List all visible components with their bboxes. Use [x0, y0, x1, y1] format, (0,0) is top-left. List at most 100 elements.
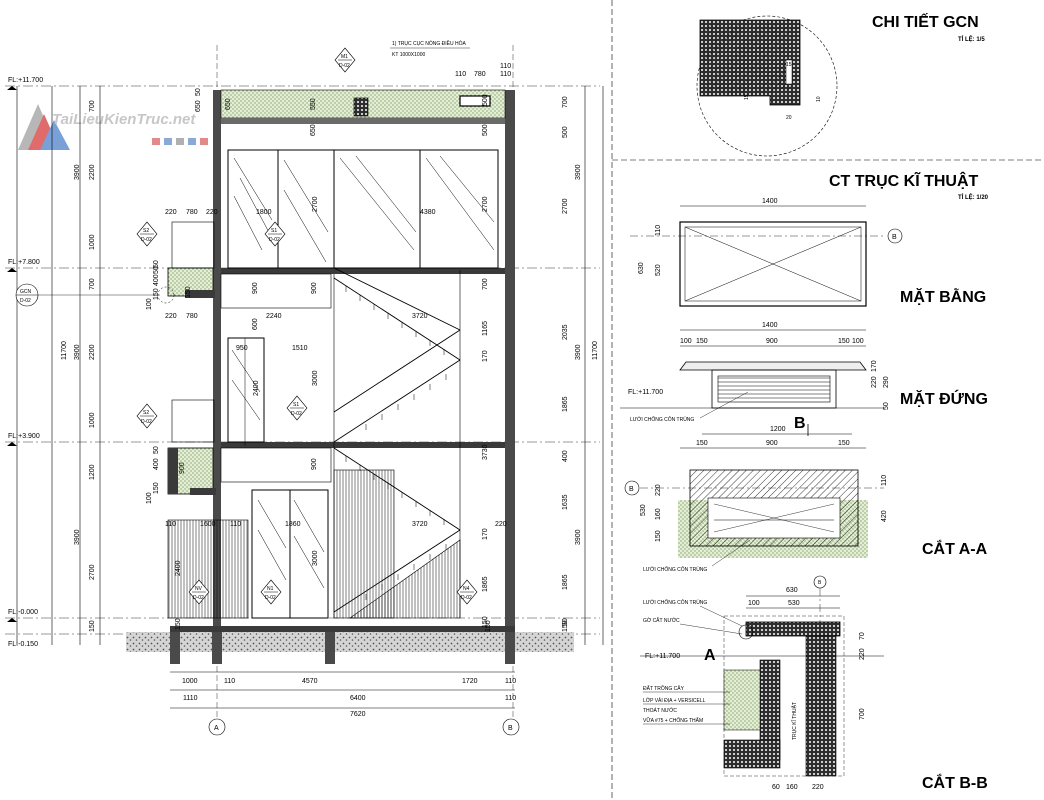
svg-text:1635: 1635 — [562, 494, 569, 510]
svg-text:550: 550 — [310, 98, 317, 110]
svg-text:150: 150 — [175, 618, 182, 630]
svg-text:1000: 1000 — [89, 412, 96, 428]
svg-text:520: 520 — [655, 264, 662, 276]
svg-text:B: B — [892, 234, 897, 241]
scale-gcn: TỈ LỆ: 1/5 — [958, 35, 985, 43]
svg-text:1860: 1860 — [285, 521, 301, 528]
svg-text:150: 150 — [89, 620, 96, 632]
svg-text:110: 110 — [165, 521, 176, 528]
svg-text:700: 700 — [89, 278, 96, 290]
ground-slab — [170, 626, 515, 632]
svg-text:220: 220 — [165, 209, 177, 216]
ground-gravel — [126, 632, 574, 652]
svg-text:900: 900 — [179, 462, 186, 474]
svg-text:110: 110 — [455, 71, 466, 78]
tag-n4: N4 D-02 — [456, 579, 478, 605]
svg-text:400: 400 — [153, 458, 160, 470]
tag-m1: M1 D-02 — [334, 47, 356, 73]
watermark-text: TaiLieuKienTruc.net — [52, 111, 196, 128]
svg-text:B: B — [508, 725, 513, 732]
svg-text:150: 150 — [562, 620, 569, 632]
svg-text:110: 110 — [224, 678, 235, 685]
svg-text:50: 50 — [153, 266, 160, 274]
svg-text:170: 170 — [482, 350, 489, 362]
note-soil: ĐẤT TRỒNG CÂY — [643, 685, 685, 692]
svg-text:2700: 2700 — [482, 196, 489, 212]
section-aa: B 1200 150 900 150 B 220 530 160 150 110… — [624, 415, 988, 573]
svg-text:B: B — [629, 486, 634, 493]
svg-text:160: 160 — [786, 784, 798, 791]
tag-n1: N1 D-02 — [260, 579, 282, 605]
svg-text:780: 780 — [186, 313, 198, 320]
svg-text:150: 150 — [153, 482, 160, 494]
svg-text:900: 900 — [311, 458, 318, 470]
svg-text:220: 220 — [812, 784, 824, 791]
scale-shaft: TỈ LỆ: 1/20 — [958, 193, 989, 201]
note-drain: THOÁT NƯỚC — [643, 707, 677, 714]
svg-text:500: 500 — [562, 126, 569, 138]
svg-text:S2: S2 — [143, 410, 149, 416]
svg-text:15: 15 — [786, 62, 792, 68]
svg-text:50: 50 — [562, 618, 569, 626]
svg-text:20: 20 — [786, 115, 792, 121]
svg-text:900: 900 — [311, 282, 318, 294]
wall-left — [213, 90, 221, 630]
shaft-plan: 1400 B 630 110 520 MẶT BẰNG — [630, 198, 986, 307]
main-section: FL:+11.700 FL:+7.800 FL:+3.900 FL:-0.000… — [5, 40, 604, 736]
svg-text:4570: 4570 — [302, 678, 318, 685]
svg-text:650: 650 — [225, 98, 232, 110]
svg-text:70: 70 — [859, 632, 866, 640]
svg-text:11700: 11700 — [592, 341, 599, 360]
svg-text:A: A — [704, 647, 716, 664]
section-bb: B 630 100 530 FL:+11.700 A TRỤC KĨ THUẬT… — [640, 575, 988, 792]
grid-bubble-a: A — [208, 718, 226, 736]
note-mortar: VỮA #75 + CHỐNG THẤM — [643, 717, 703, 724]
svg-text:100: 100 — [748, 600, 760, 607]
tag-s2-lower: S2 D-02 — [136, 403, 158, 429]
svg-text:D-02: D-02 — [291, 411, 302, 417]
svg-text:220: 220 — [655, 484, 662, 496]
svg-text:1000: 1000 — [182, 678, 198, 685]
title-section-aa: CẮT A-A — [922, 539, 988, 558]
svg-text:290: 290 — [883, 376, 890, 388]
svg-text:3720: 3720 — [412, 521, 428, 528]
note-ac-shaft: 1) TRỤC CỤC NÓNG ĐIỀU HÒA — [392, 40, 466, 47]
svg-text:2700: 2700 — [312, 196, 319, 212]
svg-text:420: 420 — [881, 510, 888, 522]
svg-text:50: 50 — [195, 88, 202, 96]
svg-text:NV: NV — [195, 586, 203, 592]
note-mesh-elevation: LƯỚI CHỐNG CÔN TRÙNG — [630, 416, 694, 423]
svg-text:D-02: D-02 — [193, 595, 204, 601]
svg-text:170: 170 — [482, 528, 489, 540]
tag-gcn: GCN D-02 — [15, 283, 175, 307]
level-1: FL:-0.000 — [8, 609, 38, 616]
slab-level-3 — [221, 268, 505, 274]
dims-bottom: 1000 110 4570 1720 110 1110 6400 110 762… — [170, 671, 516, 718]
svg-text:100: 100 — [680, 338, 692, 345]
svg-text:220: 220 — [859, 648, 866, 660]
wall-right — [505, 90, 515, 630]
shaft-label: TRỤC KĨ THUẬT — [791, 702, 798, 740]
svg-text:650: 650 — [195, 100, 202, 112]
svg-text:150: 150 — [153, 288, 160, 300]
slab-level-2 — [221, 442, 505, 448]
svg-text:1165: 1165 — [482, 321, 489, 336]
svg-text:530: 530 — [788, 600, 800, 607]
svg-text:110: 110 — [655, 225, 662, 236]
svg-text:A: A — [214, 725, 219, 732]
svg-text:1110: 1110 — [183, 695, 198, 702]
svg-text:3900: 3900 — [575, 164, 582, 180]
level-2: FL:+3.900 — [8, 433, 40, 440]
svg-text:700: 700 — [859, 708, 866, 720]
svg-text:D-02: D-02 — [461, 595, 472, 601]
svg-text:530: 530 — [640, 504, 647, 516]
elev-level: FL:+11.700 — [628, 389, 663, 396]
svg-text:7620: 7620 — [350, 711, 366, 718]
svg-text:2035: 2035 — [562, 324, 569, 340]
svg-text:100: 100 — [852, 338, 864, 345]
svg-text:GCN: GCN — [20, 289, 32, 295]
svg-text:220: 220 — [206, 209, 218, 216]
svg-text:15: 15 — [744, 94, 750, 100]
svg-text:170: 170 — [871, 360, 878, 372]
